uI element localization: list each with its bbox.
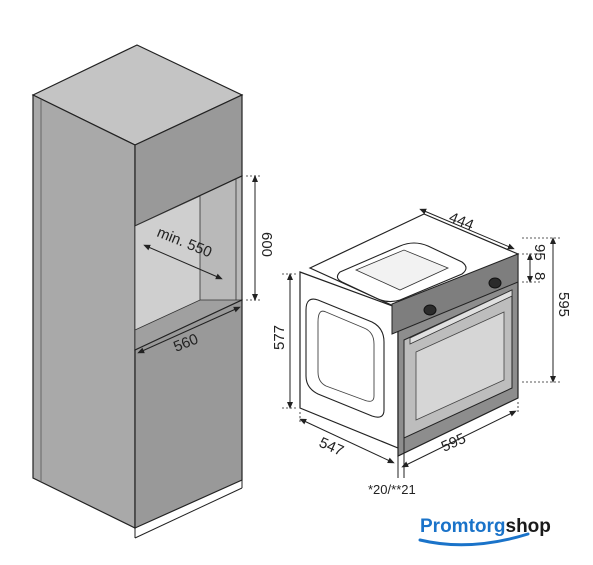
- oven-door-handle: [409, 289, 513, 345]
- brand-part2: shop: [506, 516, 551, 537]
- oven: [299, 213, 520, 457]
- oven-height-label: 595: [555, 292, 572, 317]
- niche-height-label: 600: [258, 232, 275, 257]
- oven-door-glass: [415, 311, 505, 421]
- left-knob-icon: [423, 304, 437, 316]
- cabinet: [31, 44, 244, 539]
- brand-logo: Promtorgshop: [418, 516, 551, 547]
- oven-panel-height-label: 95: [531, 244, 548, 261]
- door-thickness-note: *20/**21: [368, 482, 416, 497]
- svg-text:Promtorgshop: Promtorgshop: [420, 516, 551, 537]
- cabinet-side: [32, 94, 136, 529]
- oven-panel-offset-label: 8: [531, 272, 548, 280]
- right-knob-icon: [488, 277, 502, 289]
- brand-part1: Promtorg: [420, 516, 506, 537]
- brand-swoosh: [418, 532, 530, 547]
- oven-control-panel: [391, 253, 519, 335]
- oven-body-height-label: 577: [271, 325, 288, 350]
